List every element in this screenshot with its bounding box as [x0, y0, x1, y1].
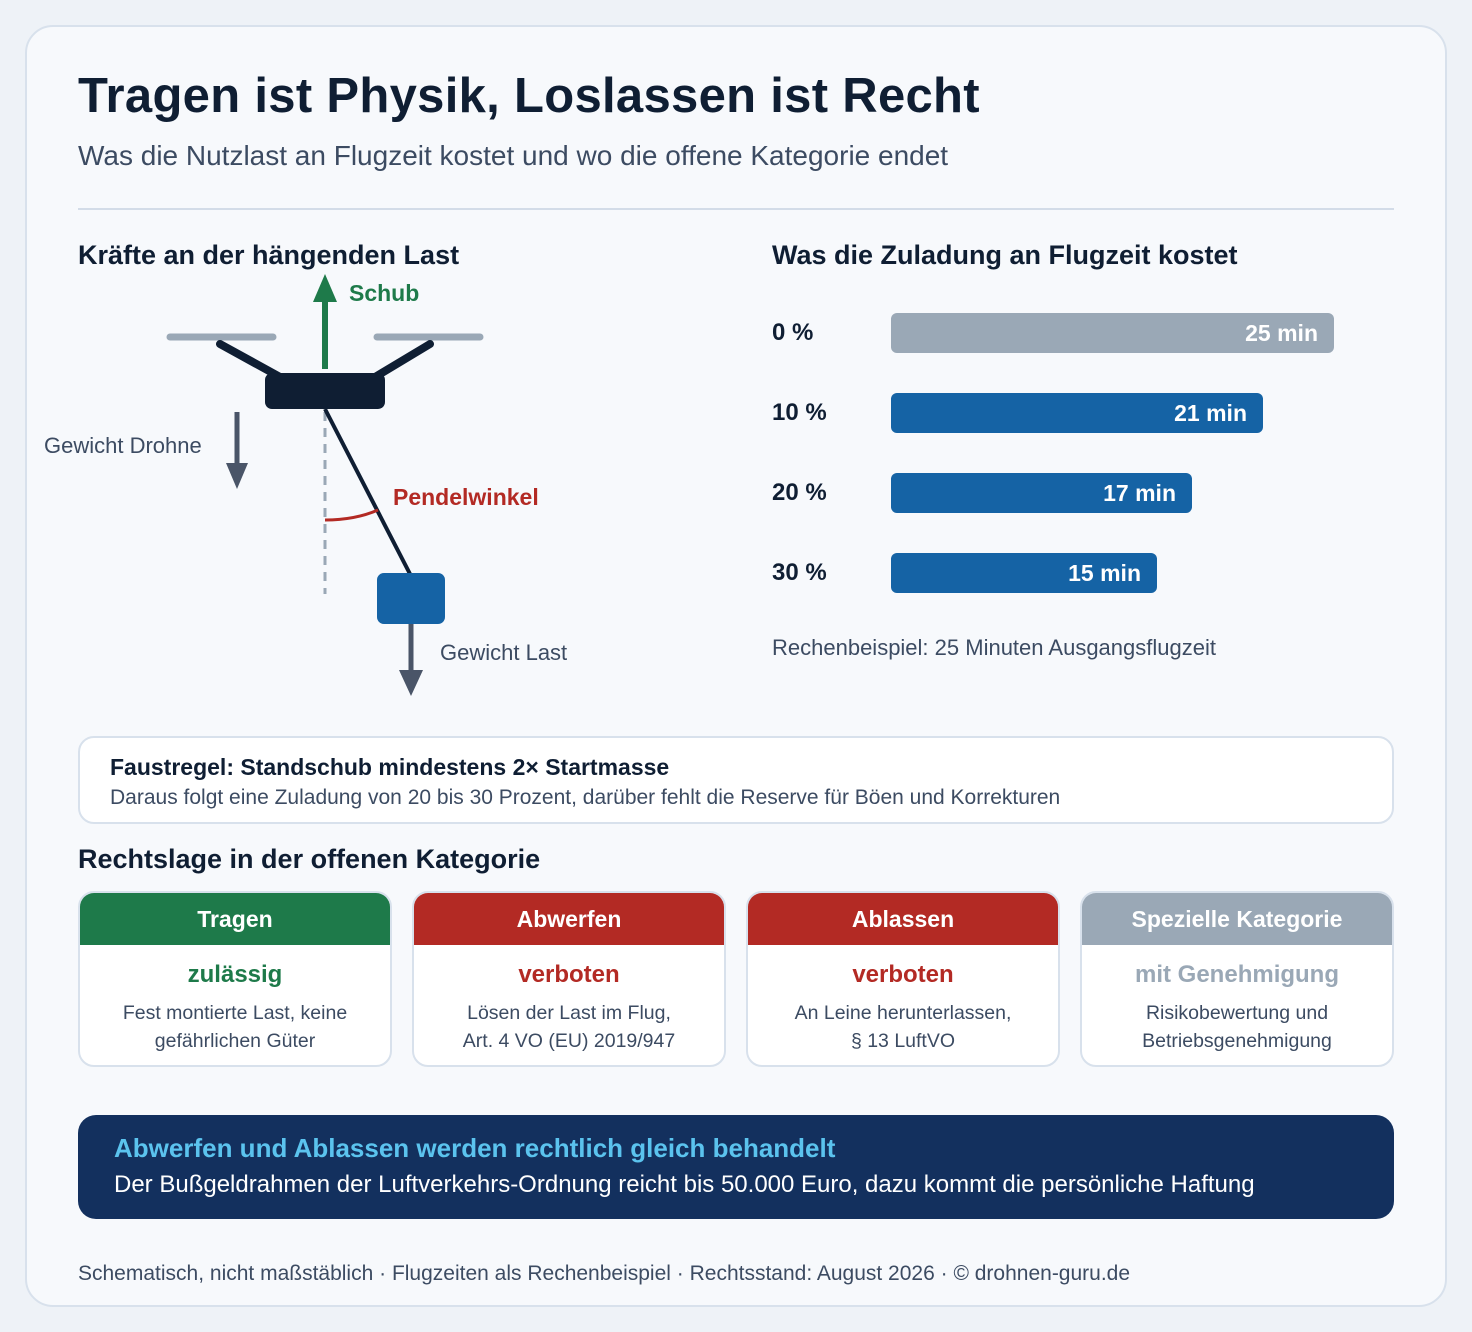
legal-card-line: Lösen der Last im Flug, [467, 1002, 671, 1024]
legal-card-ablassen: Ablassen verboten An Leine herunterlasse… [746, 891, 1060, 1067]
right-arm [371, 340, 434, 381]
page-title: Tragen ist Physik, Loslassen ist Recht [78, 69, 980, 123]
legal-card-status: verboten [518, 961, 620, 988]
load-weight-label: Gewicht Last [440, 640, 567, 665]
tether-line [323, 408, 412, 575]
bar-value-label: 25 min [1245, 320, 1318, 346]
bar-category-label: 20 % [772, 479, 827, 506]
legal-card-status: zulässig [187, 961, 283, 988]
legal-card-spezielle-kategorie: Spezielle Kategorie mit Genehmigung Risi… [1080, 891, 1394, 1067]
legal-card-description: An Leine herunterlassen, § 13 LuftVO [748, 999, 1058, 1055]
rule-title: Faustregel: Standschub mindestens 2× Sta… [110, 754, 670, 780]
force-diagram: Schub Gewicht Drohne Pendelwinkel Gewich… [44, 274, 567, 696]
legal-card-line: gefährlichen Güter [154, 1030, 316, 1052]
bar-category-label: 0 % [772, 319, 814, 346]
drone-body [265, 373, 385, 409]
legal-card-line: Fest montierte Last, keine [122, 1002, 348, 1024]
legal-card-line: Risikobewertung und [1145, 1002, 1329, 1024]
rule-text: Daraus folgt eine Zuladung von 20 bis 30… [110, 786, 1061, 809]
thrust-label: Schub [349, 280, 419, 306]
payload-box [377, 573, 445, 624]
legal-card-line: Betriebsgenehmigung [1142, 1030, 1332, 1052]
flighttime-heading: Was die Zuladung an Flugzeit kostet [772, 240, 1238, 270]
alert-text: Der Bußgeldrahmen der Luftverkehrs-Ordnu… [114, 1171, 1255, 1198]
bar-category-label: 10 % [772, 399, 827, 426]
flighttime-bar: 25 min [891, 313, 1334, 353]
bar-value-label: 21 min [1174, 400, 1247, 426]
bar-category-label: 30 % [772, 559, 827, 586]
page-subtitle: Was die Nutzlast an Flugzeit kostet und … [78, 140, 949, 171]
legal-card-line: An Leine herunterlassen, [794, 1002, 1012, 1024]
legal-card-title: Tragen [80, 893, 390, 945]
drone-weight-label: Gewicht Drohne [44, 433, 202, 458]
forces-heading: Kräfte an der hängenden Last [78, 240, 460, 270]
bar-value-label: 15 min [1068, 560, 1141, 586]
thrust-arrow-head [313, 274, 337, 302]
legal-card-description: Lösen der Last im Flug, Art. 4 VO (EU) 2… [414, 999, 724, 1055]
legal-card-abwerfen: Abwerfen verboten Lösen der Last im Flug… [412, 891, 726, 1067]
footer-note: Schematisch, nicht maßstäblich · Flugzei… [78, 1262, 1131, 1285]
legal-card-description: Fest montierte Last, keine gefährlichen … [80, 999, 390, 1055]
legal-card-status: verboten [852, 961, 954, 988]
flighttime-bar: 21 min [891, 393, 1263, 433]
flighttime-bar: 17 min [891, 473, 1192, 513]
legal-card-description: Risikobewertung und Betriebsgenehmigung [1082, 999, 1392, 1055]
legal-card-title: Ablassen [748, 893, 1058, 945]
legal-card-line: Art. 4 VO (EU) 2019/947 [462, 1030, 676, 1052]
legal-card-status: mit Genehmigung [1135, 961, 1339, 988]
legal-alert-banner: Abwerfen und Ablassen werden rechtlich g… [78, 1115, 1394, 1219]
pendulum-angle-arc [324, 508, 379, 522]
bar-value-label: 17 min [1103, 480, 1176, 506]
load-weight-arrow-head [399, 670, 423, 696]
left-arm [216, 340, 284, 381]
alert-title: Abwerfen und Ablassen werden rechtlich g… [114, 1133, 836, 1163]
legal-card-title: Spezielle Kategorie [1082, 893, 1392, 945]
calc-example-note: Rechenbeispiel: 25 Minuten Ausgangsflugz… [772, 635, 1216, 660]
legal-card-tragen: Tragen zulässig Fest montierte Last, kei… [78, 891, 392, 1067]
infographic-card [25, 25, 1447, 1307]
header-divider [78, 208, 1394, 210]
rule-of-thumb-box: Faustregel: Standschub mindestens 2× Sta… [78, 736, 1394, 824]
pendulum-label: Pendelwinkel [393, 484, 539, 510]
legal-card-line: § 13 LuftVO [850, 1030, 956, 1052]
legal-heading: Rechtslage in der offenen Kategorie [78, 844, 541, 874]
legal-card-title: Abwerfen [414, 893, 724, 945]
drone-weight-arrow-head [226, 463, 248, 489]
flighttime-bar: 15 min [891, 553, 1157, 593]
